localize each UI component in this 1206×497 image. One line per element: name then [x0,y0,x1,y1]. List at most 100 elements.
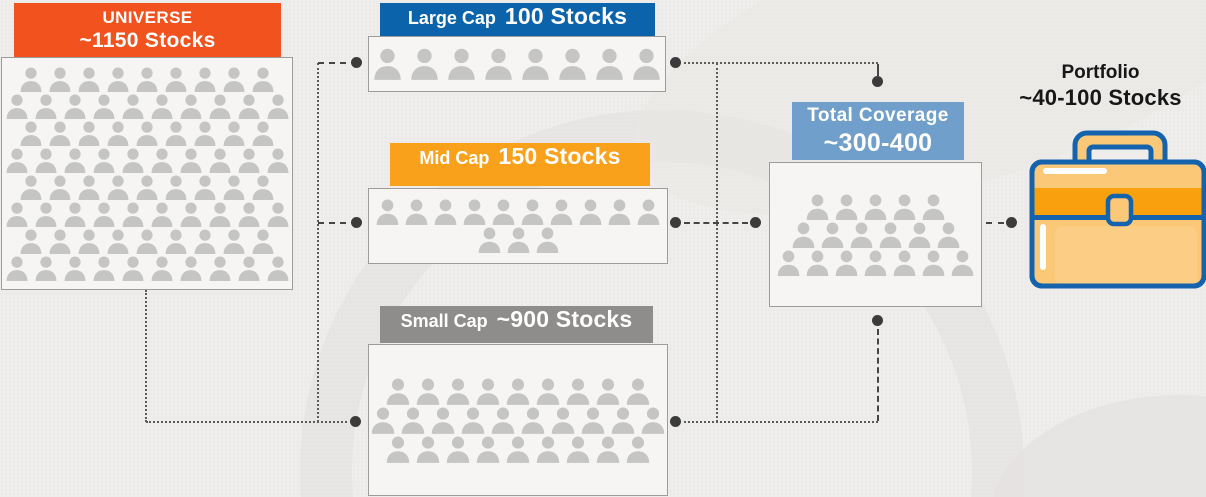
person-icon [18,228,44,254]
people-row [18,66,276,92]
person-icon [163,228,189,254]
person-icon [18,66,44,92]
person-icon [935,222,962,248]
person-icon [178,255,204,281]
person-icon [474,378,502,405]
node-dot-mid-cap-in [351,217,362,228]
person-icon [149,93,175,119]
person-icon [163,174,189,200]
person-icon [120,255,146,281]
person-icon [91,201,117,227]
person-icon [403,199,430,225]
person-icon [76,66,102,92]
person-icon [594,436,622,463]
person-icon [548,199,575,225]
person-icon [149,201,175,227]
large-cap-value: 100 Stocks [504,3,628,29]
person-icon [91,147,117,173]
person-icon [804,250,831,276]
person-icon [534,436,562,463]
small-cap-header: Small Cap ~900 Stocks [380,306,653,343]
universe-people-grid [4,66,291,282]
person-icon [369,407,397,434]
person-icon [609,407,637,434]
people-row [18,228,276,254]
person-icon [47,120,73,146]
person-icon [384,436,412,463]
person-icon [804,194,831,220]
person-icon [490,199,517,225]
person-icon [833,194,860,220]
person-icon [250,66,276,92]
connector-universe-drop [145,290,147,422]
person-icon [134,228,160,254]
person-icon [134,174,160,200]
person-icon [47,66,73,92]
person-icon [236,93,262,119]
node-dot-coverage-left [750,217,761,228]
person-icon [192,66,218,92]
person-icon [474,436,502,463]
people-row [476,227,561,253]
person-icon [461,199,488,225]
person-icon [505,227,532,253]
small-cap-people-grid [369,377,667,464]
person-icon [4,93,30,119]
person-icon [564,436,592,463]
node-dot-mid-cap-out [670,217,681,228]
node-dot-small-cap-in [350,416,361,427]
person-icon [149,147,175,173]
person-icon [606,199,633,225]
person-icon [920,250,947,276]
person-icon [833,250,860,276]
person-icon [624,436,652,463]
total-coverage-people-grid [775,193,976,277]
person-icon [549,407,577,434]
mid-cap-label: Mid Cap [419,148,490,168]
universe-header: UNIVERSE ~1150 Stocks [14,3,281,57]
portfolio-title: Portfolio [1061,62,1140,83]
person-icon [399,407,427,434]
person-icon [120,201,146,227]
person-icon [504,436,532,463]
people-row [4,93,291,119]
person-icon [579,407,607,434]
person-icon [374,199,401,225]
people-row [4,255,291,281]
person-icon [33,255,59,281]
mid-cap-header: Mid Cap 150 Stocks [390,143,650,186]
large-cap-box [368,36,666,92]
person-icon [639,407,667,434]
person-icon [62,255,88,281]
person-icon [819,222,846,248]
connector-coverage-bottom-stub [877,329,879,421]
person-icon [432,199,459,225]
person-icon [221,120,247,146]
person-icon [4,255,30,281]
people-row [4,147,291,173]
person-icon [76,120,102,146]
small-cap-box [368,344,668,496]
person-icon [444,436,472,463]
person-icon [577,199,604,225]
person-icon [105,174,131,200]
person-icon [414,436,442,463]
person-icon [489,407,517,434]
node-dot-small-cap-out [670,416,681,427]
person-icon [444,378,472,405]
person-icon [207,201,233,227]
person-icon [18,120,44,146]
people-row [775,250,976,276]
person-icon [178,147,204,173]
mid-cap-box [368,188,668,264]
person-icon [564,378,592,405]
person-icon [265,255,291,281]
connector-left-trunk [317,63,319,422]
person-icon [265,147,291,173]
people-row [384,378,652,405]
people-row [369,407,667,434]
node-dot-coverage-bottom [872,315,883,326]
person-icon [445,48,478,80]
person-icon [790,222,817,248]
